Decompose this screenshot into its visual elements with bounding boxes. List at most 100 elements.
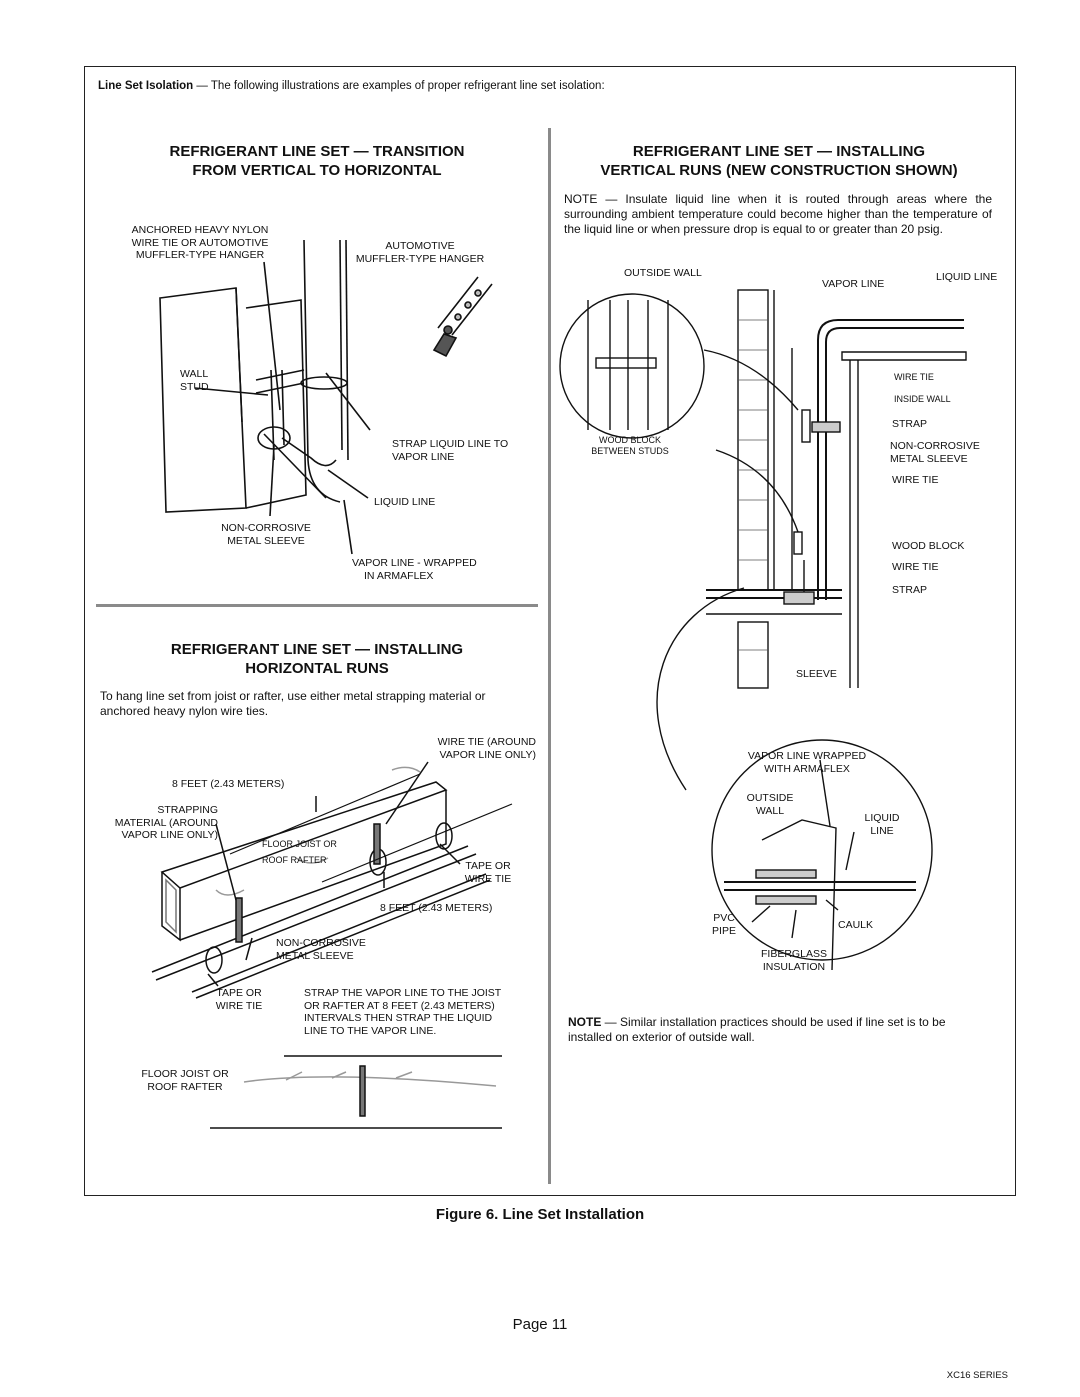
label-tape-wire-tie: TAPE OR WIRE TIE (456, 860, 520, 885)
label-strap-lower: STRAP (892, 584, 928, 596)
label-roof-rafter-2: ROOF RAFTER (147, 1080, 223, 1093)
figure-frame (84, 66, 1016, 1196)
label-caulk: CAULK (838, 919, 874, 931)
label-strapping-1: STRAPPING (157, 804, 218, 816)
transition-title-line1: REFRIGERANT LINE SET — TRANSITION (169, 143, 465, 160)
series-label: XC16 SERIES (946, 1370, 1008, 1381)
transition-title-line2: FROM VERTICAL TO HORIZONTAL (192, 162, 442, 179)
label-anchored-2: WIRE TIE OR AUTOMOTIVE (131, 236, 269, 249)
label-strap-liquid-2: VAPOR LINE (392, 450, 455, 463)
horizontal-heading: REFRIGERANT LINE SET — INSTALLING HORIZO… (98, 640, 536, 678)
label-fiberglass-1: FIBERGLASS (761, 948, 827, 960)
label-strap-note-1: STRAP THE VAPOR LINE TO THE JOIST (304, 987, 502, 999)
label-insulation: INSULATION (762, 960, 826, 973)
label-horizontal-sleeve-2: METAL SLEEVE (276, 949, 354, 962)
label-tape-wire-tie-left: TAPE OR WIRE TIE (204, 987, 274, 1012)
vertical-heading: REFRIGERANT LINE SET — INSTALLING VERTIC… (556, 142, 1002, 180)
label-stud: STUD (180, 380, 209, 393)
vertical-note-2: NOTE — Similar installation practices sh… (568, 1015, 984, 1045)
label-strap-note-2: OR RAFTER AT 8 FEET (2.43 METERS) (304, 999, 495, 1012)
vertical-divider (548, 128, 551, 1184)
label-wire-tie-left: WIRE TIE (215, 999, 263, 1012)
figure-caption: Figure 6. Line Set Installation (435, 1206, 645, 1223)
label-pvc: PVC (713, 912, 735, 924)
horizontal-text: To hang line set from joist or rafter, u… (100, 689, 486, 718)
label-wood-block-1: WOOD BLOCK (598, 435, 661, 445)
label-horizontal-sleeve: NON-CORROSIVE METAL SLEEVE (276, 937, 366, 962)
label-vapor-wrapped-1: VAPOR LINE - WRAPPED (352, 557, 477, 569)
label-wire-tie-lower: WIRE TIE (892, 561, 939, 573)
label-vapor-line: VAPOR LINE (822, 278, 885, 290)
label-vertical-sleeve: NON-CORROSIVE METAL SLEEVE (890, 440, 980, 465)
label-wire-tie-around-2: VAPOR LINE ONLY) (439, 748, 536, 761)
label-between-studs: BETWEEN STUDS (591, 446, 669, 456)
label-anchored-3: MUFFLER-TYPE HANGER (135, 249, 265, 261)
label-pipe: PIPE (712, 924, 736, 937)
vertical-note: NOTE — Insulate liquid line when it is r… (564, 192, 992, 236)
label-automotive-2: MUFFLER-TYPE HANGER (355, 252, 485, 265)
horizontal-divider (96, 604, 538, 607)
label-strapping-3: VAPOR LINE ONLY) (121, 829, 218, 841)
label-pvc-pipe: PVC PIPE (704, 912, 744, 937)
label-strapping-2: MATERIAL (AROUND (114, 816, 218, 829)
label-fiberglass: FIBERGLASS INSULATION (744, 948, 844, 973)
label-tape-or-left: TAPE OR (216, 987, 262, 999)
vertical-illustration (559, 289, 967, 971)
label-floor-joist-2: FLOOR JOIST OR (141, 1068, 229, 1080)
page-number: Page 11 (512, 1316, 568, 1333)
label-wire-tie-around-1: WIRE TIE (AROUND (437, 736, 536, 748)
label-eight-feet-bottom: 8 FEET (2.43 METERS) (380, 902, 493, 914)
label-floor-joist-bottom: FLOOR JOIST OR ROOF RAFTER (126, 1068, 244, 1093)
label-vapor-wrapped-armaflex-2: WITH ARMAFLEX (764, 762, 850, 775)
label-wood-block-between: WOOD BLOCK BETWEEN STUDS (580, 435, 680, 457)
label-roof-rafter: ROOF RAFTER (262, 855, 327, 865)
intro-line: Line Set Isolation — The following illus… (98, 80, 605, 92)
label-strap-liquid: STRAP LIQUID LINE TO VAPOR LINE (392, 438, 508, 463)
horizontal-title-line2: HORIZONTAL RUNS (245, 660, 389, 677)
intro-text: — The following illustrations are exampl… (193, 80, 605, 92)
label-vapor-wrapped-2: IN ARMAFLEX (364, 569, 434, 582)
label-wire-tie-mid: WIRE TIE (892, 474, 939, 486)
label-wood-block-lower: WOOD BLOCK (892, 540, 965, 552)
label-vapor-wrapped-armaflex: VAPOR LINE WRAPPED WITH ARMAFLEX (732, 750, 882, 775)
label-liquid-line: LIQUID LINE (374, 496, 436, 508)
label-liquid-line-detail: LIQUID LINE (852, 812, 912, 837)
label-outside-wall: OUTSIDE WALL (624, 267, 702, 279)
label-wall: WALL (180, 368, 209, 380)
label-anchored: ANCHORED HEAVY NYLON WIRE TIE OR AUTOMOT… (120, 224, 280, 262)
label-automotive-1: AUTOMOTIVE (385, 240, 455, 252)
vertical-title-line1: REFRIGERANT LINE SET — INSTALLING (632, 143, 926, 160)
label-sleeve-1: NON-CORROSIVE (221, 522, 311, 534)
label-liquid-line-vertical: LIQUID LINE (936, 271, 998, 283)
label-vertical-sleeve-2: METAL SLEEVE (890, 452, 968, 465)
label-automotive: AUTOMOTIVE MUFFLER-TYPE HANGER (326, 240, 514, 265)
label-floor-joist: FLOOR JOIST OR ROOF RAFTER (262, 839, 337, 866)
label-strap-top: STRAP (892, 418, 928, 430)
label-wall-stud: WALL STUD (180, 368, 209, 393)
note2-text: — Similar installation practices should … (568, 1015, 946, 1044)
label-inside-wall: INSIDE WALL (894, 394, 951, 404)
label-strapping: STRAPPING MATERIAL (AROUND VAPOR LINE ON… (92, 804, 218, 842)
label-anchored-1: ANCHORED HEAVY NYLON (131, 224, 269, 236)
label-sleeve-bottom: SLEEVE (796, 668, 837, 680)
label-sleeve: NON-CORROSIVE METAL SLEEVE (196, 522, 336, 547)
label-tape-or: TAPE OR (465, 860, 511, 872)
label-wire-tie: WIRE TIE (464, 872, 512, 885)
label-strap-note-3: INTERVALS THEN STRAP THE LIQUID (304, 1012, 493, 1024)
label-outside: OUTSIDE (746, 792, 794, 804)
label-outside-wall-detail: OUTSIDE WALL (734, 792, 806, 817)
label-wall-detail: WALL (755, 804, 785, 817)
label-horizontal-sleeve-1: NON-CORROSIVE (276, 937, 366, 949)
label-strap-note: STRAP THE VAPOR LINE TO THE JOIST OR RAF… (304, 987, 501, 1037)
label-vapor-wrapped-armaflex-1: VAPOR LINE WRAPPED (747, 750, 867, 762)
label-wire-tie-top: WIRE TIE (894, 372, 934, 382)
label-line: LINE (870, 824, 894, 837)
vertical-title-line2: VERTICAL RUNS (NEW CONSTRUCTION SHOWN) (600, 162, 958, 179)
transition-illustration (159, 239, 493, 555)
label-eight-feet-top: 8 FEET (2.43 METERS) (172, 778, 285, 790)
label-liquid: LIQUID (864, 812, 900, 824)
label-strap-note-4: LINE TO THE VAPOR LINE. (304, 1024, 437, 1037)
label-vertical-sleeve-1: NON-CORROSIVE (890, 440, 980, 452)
label-strap-liquid-1: STRAP LIQUID LINE TO (392, 438, 509, 450)
intro-lead: Line Set Isolation (98, 80, 194, 92)
